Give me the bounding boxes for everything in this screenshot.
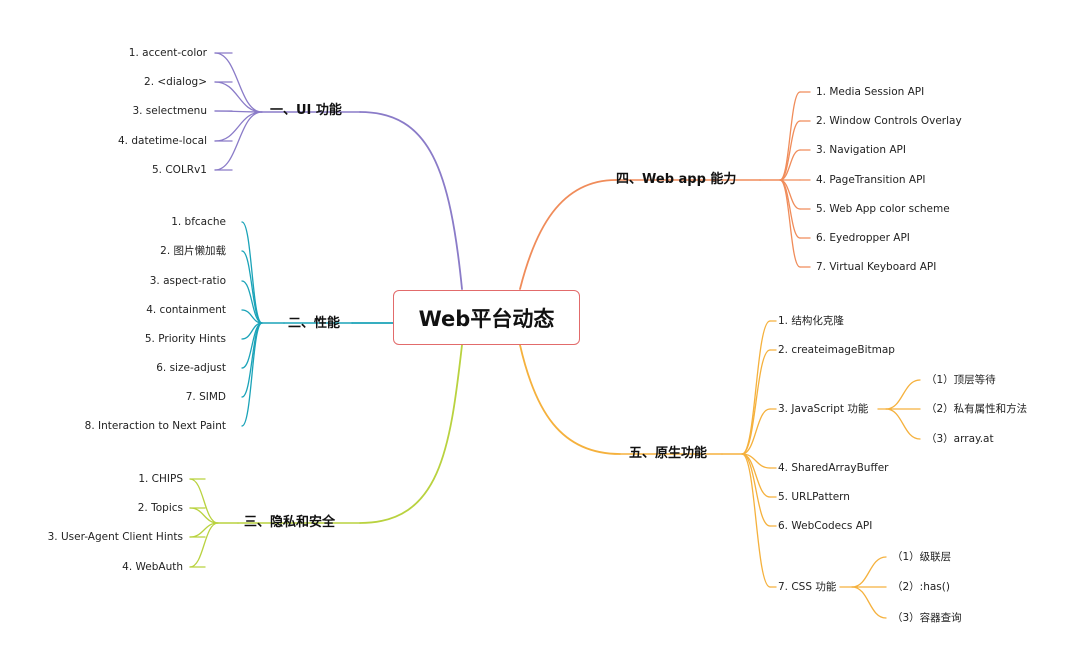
- edge-webapp-leaf: [779, 179, 801, 268]
- privacy-item: 1. CHIPS: [138, 473, 183, 485]
- ui-item: 1. accent-color: [128, 47, 207, 59]
- edge-native-leaf: [741, 320, 771, 455]
- webapp-item: 6. Eyedropper API: [816, 232, 910, 244]
- perf-item: 3. aspect-ratio: [149, 275, 226, 287]
- ui-item: 5. COLRv1: [152, 164, 207, 176]
- ui-item: 2. <dialog>: [144, 76, 207, 88]
- webapp-item: 1. Media Session API: [816, 86, 925, 98]
- webapp-item: 2. Window Controls Overlay: [816, 115, 962, 127]
- css-subitem: （1）级联层: [892, 551, 952, 563]
- perf-item: 2. 图片懒加载: [160, 245, 226, 257]
- perf-item: 7. SIMD: [185, 391, 226, 403]
- perf-item: 5. Priority Hints: [144, 333, 226, 345]
- edge-ui-leaf: [214, 111, 263, 171]
- webapp-item: 5. Web App color scheme: [816, 203, 950, 215]
- branch-webapp-title: 四、Web app 能力: [616, 172, 737, 187]
- edge-perf-leaf: [241, 322, 263, 427]
- edge-css-leaf: [851, 586, 887, 619]
- edge-ui-leaf: [214, 52, 263, 113]
- edge-ui-leaf: [214, 81, 263, 113]
- branch-native-title: 五、原生功能: [629, 446, 708, 461]
- edge-native-leaf: [741, 349, 771, 455]
- edge-perf-leaf: [241, 322, 263, 398]
- privacy-item: 3. User-Agent Client Hints: [47, 531, 183, 543]
- edge-js-leaf: [885, 408, 921, 440]
- native-item: 2. createimageBitmap: [778, 344, 895, 356]
- edge-perf-leaf: [241, 280, 263, 324]
- edge-perf-leaf: [241, 250, 263, 324]
- perf-item: 1. bfcache: [171, 216, 226, 228]
- edge-webapp-leaf: [779, 149, 801, 181]
- edge-ui-leaf: [214, 111, 263, 142]
- webapp-item: 4. PageTransition API: [816, 174, 926, 186]
- native-item: 6. WebCodecs API: [778, 520, 873, 532]
- native-item: 4. SharedArrayBuffer: [778, 462, 889, 474]
- root-title: Web平台动态: [418, 306, 555, 331]
- edge-root-privacy: [359, 344, 463, 524]
- js-subitem: （3）array.at: [926, 433, 994, 445]
- css-subitem: （2）:has(): [892, 581, 950, 593]
- edge-privacy-leaf: [189, 478, 219, 524]
- privacy-item: 4. WebAuth: [122, 561, 183, 573]
- edge-root-webapp: [519, 179, 617, 290]
- js-subitem: （1）顶层等待: [926, 374, 996, 386]
- privacy-item: 2. Topics: [137, 502, 183, 514]
- edge-native-leaf: [741, 408, 771, 455]
- ui-item: 4. datetime-local: [117, 135, 207, 147]
- edge-perf-leaf: [241, 221, 263, 324]
- webapp-item: 3. Navigation API: [816, 144, 906, 156]
- native-item: 1. 结构化克隆: [778, 315, 844, 327]
- perf-item: 6. size-adjust: [156, 362, 226, 374]
- native-item: 5. URLPattern: [778, 491, 850, 503]
- edge-root-ui: [359, 111, 463, 290]
- css-subitem: （3）容器查询: [892, 612, 962, 624]
- edge-webapp-leaf: [779, 120, 801, 181]
- edge-native-leaf: [741, 453, 771, 588]
- branch-ui-title: 一、UI 功能: [270, 103, 342, 118]
- perf-item: 8. Interaction to Next Paint: [84, 420, 226, 432]
- branch-privacy-title: 三、隐私和安全: [244, 515, 336, 530]
- edge-privacy-leaf: [189, 522, 219, 568]
- edge-webapp-leaf: [779, 179, 801, 239]
- edge-css-leaf: [851, 556, 887, 588]
- branch-perf-title: 二、性能: [288, 316, 341, 331]
- native-item: 7. CSS 功能: [778, 581, 837, 593]
- perf-item: 4. containment: [146, 304, 226, 316]
- ui-item: 3. selectmenu: [132, 105, 207, 117]
- edge-root-native: [519, 344, 621, 455]
- edge-js-leaf: [885, 379, 921, 410]
- edge-native-leaf: [741, 453, 771, 527]
- js-subitem: （2）私有属性和方法: [926, 403, 1028, 415]
- native-item: 3. JavaScript 功能: [778, 403, 869, 415]
- root-node: Web平台动态: [393, 290, 580, 345]
- webapp-item: 7. Virtual Keyboard API: [816, 261, 937, 273]
